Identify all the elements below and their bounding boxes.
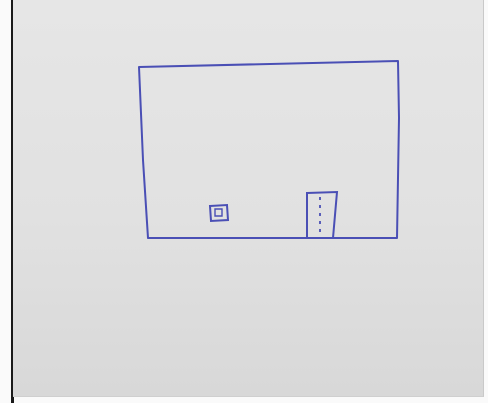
small-square-icon <box>210 205 228 221</box>
dotted-bar-icon <box>307 192 337 238</box>
outer-frame-rectangle <box>139 61 399 238</box>
